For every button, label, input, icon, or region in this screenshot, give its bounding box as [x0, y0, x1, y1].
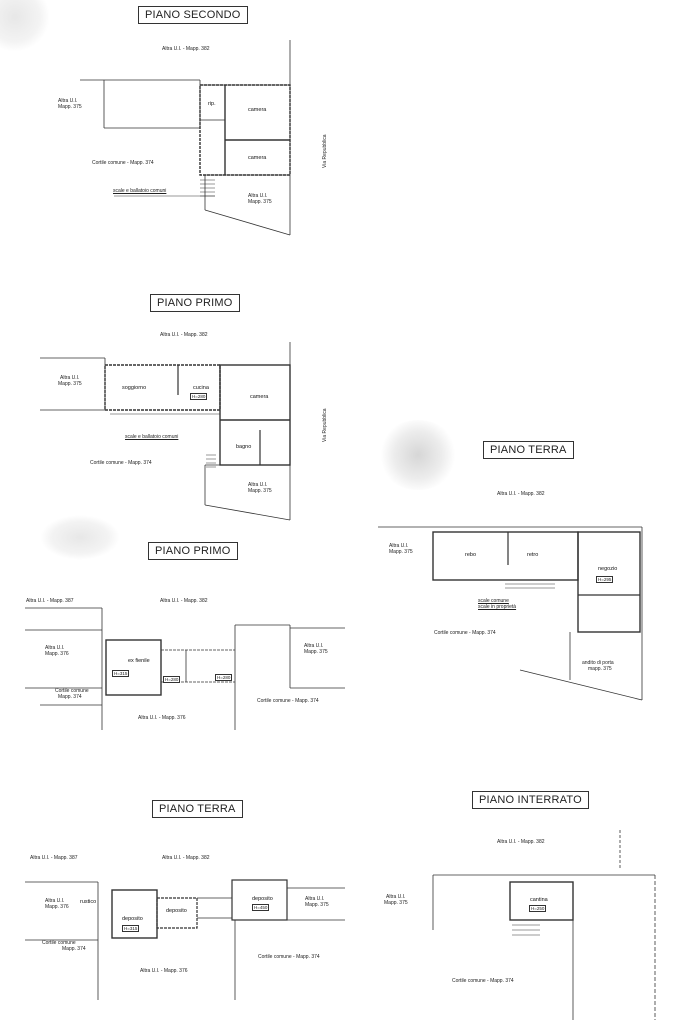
plan-secondo-left-label-1: Altra U.I.: [58, 98, 78, 104]
plan-primo-a-room-soggiorno: soggiorno: [122, 385, 147, 391]
plan-secondo-stairs: scale e ballatoio comuni: [113, 188, 167, 194]
plan-terra-a-room-rebo: rebo: [465, 552, 477, 558]
plan-primo-a-stairs: scale e ballatoio comuni: [125, 434, 179, 440]
plan-terra-a-passage-2: mapp. 375: [588, 666, 612, 672]
plan-terra-a-lines: [378, 526, 643, 701]
plan-interrato-court: Cortile comune - Mapp. 374: [452, 978, 514, 984]
plan-secondo-title: PIANO SECONDO: [138, 6, 248, 24]
plan-secondo-bottom-label-2: Mapp. 375: [248, 199, 272, 205]
plan-primo-a-bottom-label-1: Altra U.I.: [248, 482, 268, 488]
plan-primo-b-title: PIANO PRIMO: [148, 542, 238, 560]
plan-primo-a-lines: [40, 342, 291, 521]
plan-secondo-bottom-label-1: Altra U.I.: [248, 193, 268, 199]
plan-primo-b-court-left-1: Cortile comune: [55, 688, 89, 694]
plan-primo-a-room-camera: camera: [250, 394, 269, 400]
plan-primo-b-left-label-1: Altra U.I.: [45, 645, 65, 651]
plan-terra-a-passage-1: andito di porta: [582, 660, 614, 666]
plan-interrato-title: PIANO INTERRATO: [472, 791, 589, 809]
plan-terra-a-title: PIANO TERRA: [483, 441, 574, 459]
plan-primo-a-height-cucina: H=280: [190, 393, 208, 400]
plan-secondo-left-label-2: Mapp. 375: [58, 104, 82, 110]
plan-terra-b-height-2: H=450: [252, 904, 270, 911]
plan-primo-a-room-cucina: cucina: [193, 385, 209, 391]
plan-primo-b-top-label: Altra U.I. - Mapp. 382: [160, 598, 208, 604]
plan-primo-a-room-bagno: bagno: [236, 444, 252, 450]
plan-terra-b-court-left-2: Mapp. 374: [62, 946, 86, 952]
plan-secondo-room-camera-1: camera: [248, 107, 267, 113]
plan-primo-b-room-exfienile: ex fienile: [128, 658, 150, 664]
plan-secondo-room-camera-2: camera: [248, 155, 267, 161]
plan-terra-b-court-right: Cortile comune - Mapp. 374: [258, 954, 320, 960]
plan-terra-b-room-deposito-1: deposito: [122, 916, 143, 922]
plan-interrato-top-label: Altra U.I. - Mapp. 382: [497, 839, 545, 845]
plan-terra-b-room-rustico: rustico: [80, 899, 97, 905]
plan-terra-a-height-negozio: H=295: [596, 576, 614, 583]
plan-primo-b-court-right: Cortile comune - Mapp. 374: [257, 698, 319, 704]
plan-terra-a-left-label-1: Altra U.I.: [389, 543, 409, 549]
plan-secondo-lines: [80, 40, 291, 236]
plan-terra-b-top-left-label: Altra U.I. - Mapp. 387: [30, 855, 78, 861]
plan-interrato-left-label-1: Altra U.I.: [386, 894, 406, 900]
plan-terra-a-left-label-2: Mapp. 375: [389, 549, 413, 555]
plan-terra-b-room-deposito-2: deposito: [166, 908, 187, 914]
stamp-seal-right: [378, 420, 458, 490]
plan-primo-b-height-2: H=280: [163, 676, 181, 683]
plan-primo-a-bottom-label-2: Mapp. 375: [248, 488, 272, 494]
plan-primo-a-left-label-1: Altra U.I.: [60, 375, 80, 381]
plan-terra-a-top-label: Altra U.I. - Mapp. 382: [497, 491, 545, 497]
stamp-seal-middle-left: [40, 515, 120, 560]
plan-interrato-room-cantina: cantina: [530, 897, 548, 903]
plan-interrato-lines: [432, 830, 656, 1020]
plan-primo-a-title: PIANO PRIMO: [150, 294, 240, 312]
plan-terra-b-court-left-1: Cortile comune: [42, 940, 76, 946]
plan-primo-b-height-3: H=280: [215, 674, 233, 681]
plan-primo-a-left-label-2: Mapp. 375: [58, 381, 82, 387]
plan-primo-b-bottom-label: Altra U.I. - Mapp. 376: [138, 715, 186, 721]
plan-terra-b-title: PIANO TERRA: [152, 800, 243, 818]
plan-terra-b-room-deposito-3: deposito: [252, 896, 273, 902]
plan-interrato-left-label-2: Mapp. 375: [384, 900, 408, 906]
plan-terra-a-room-retro: retro: [527, 552, 539, 558]
plan-terra-a-stairs-2: scale in proprietà: [478, 604, 517, 610]
plan-terra-b-right-label-2: Mapp. 375: [305, 902, 329, 908]
plan-secondo-street: Via Repubblica: [322, 134, 328, 168]
plan-terra-b-bottom-label: Altra U.I. - Mapp. 376: [140, 968, 188, 974]
plan-primo-a-street: Via Repubblica: [322, 408, 328, 442]
plan-primo-b-height-1: H=315: [112, 670, 130, 677]
plan-primo-b-right-label-2: Mapp. 375: [304, 649, 328, 655]
plan-terra-b-top-label: Altra U.I. - Mapp. 382: [162, 855, 210, 861]
plan-terra-b-left-label-2: Mapp. 376: [45, 904, 69, 910]
plan-primo-b-lines: [25, 607, 345, 730]
plan-terra-a-court: Cortile comune - Mapp. 374: [434, 630, 496, 636]
plan-terra-a-room-negozio: negozio: [598, 566, 618, 572]
plan-primo-a-court: Cortile comune - Mapp. 374: [90, 460, 152, 466]
plan-secondo-top-label: Altra U.I. - Mapp. 382: [162, 46, 210, 52]
plan-secondo-court: Cortile comune - Mapp. 374: [92, 160, 154, 166]
plan-primo-b-right-label-1: Altra U.I.: [304, 643, 324, 649]
plan-primo-b-left-label-2: Mapp. 376: [45, 651, 69, 657]
plan-secondo-room-rip: rip.: [208, 101, 216, 107]
plan-terra-b-lines: [25, 879, 345, 1000]
plan-primo-a-top-label: Altra U.I. - Mapp. 382: [160, 332, 208, 338]
plan-terra-a-stairs-1: scale comune: [478, 598, 509, 604]
plan-primo-b-court-left-2: Mapp. 374: [58, 694, 82, 700]
plan-terra-b-left-label-1: Altra U.I.: [45, 898, 65, 904]
plan-terra-b-height-1: H=315: [122, 925, 140, 932]
plan-terra-b-right-label-1: Altra U.I.: [305, 896, 325, 902]
plan-primo-b-top-left-label: Altra U.I. - Mapp. 387: [26, 598, 74, 604]
plan-interrato-height-cantina: H=250: [529, 905, 547, 912]
